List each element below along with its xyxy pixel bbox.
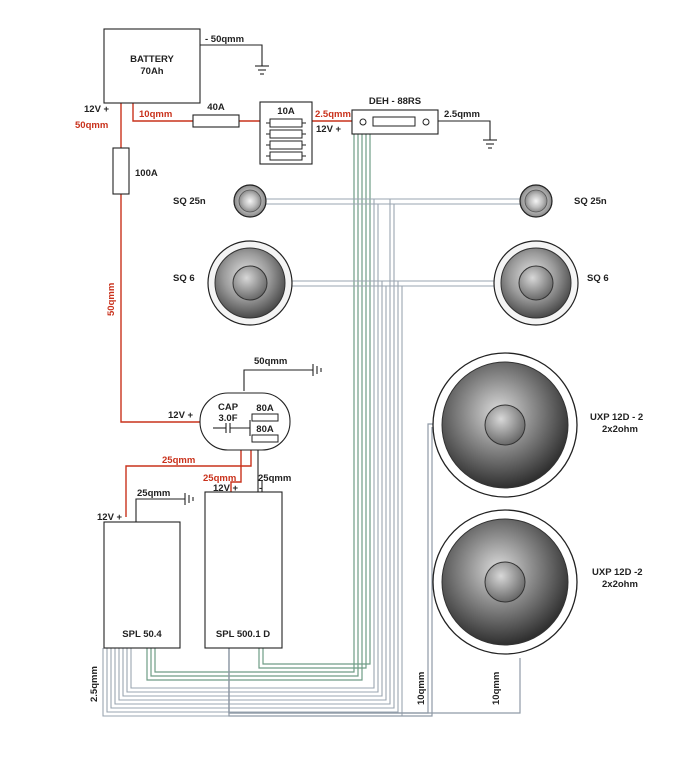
amp-spl504-name: SPL 50.4 <box>122 629 162 640</box>
head-unit-ground-label: 2.5qmm <box>444 109 480 120</box>
battery-pos-label: 12V + <box>84 104 110 115</box>
fuse-box-slots <box>266 118 306 161</box>
amp-spl500-minus: - <box>259 483 262 494</box>
cap-ground-label: 50qmm <box>254 356 287 367</box>
cap-fuse-top <box>251 413 279 422</box>
battery-capacity: 70Ah <box>140 66 163 77</box>
spl504-ground-label: 25qmm <box>137 488 170 499</box>
ground-wiring <box>135 44 491 522</box>
head-unit-name: DEH - 88RS <box>369 96 421 107</box>
cable-10qmm-label: 10qmm <box>139 109 172 120</box>
cap-input-label: 12V + <box>168 410 194 421</box>
deh-power-cable: 2.5qmm <box>315 109 351 120</box>
sub-top-name: UXP 12D - 2 <box>590 412 643 423</box>
amp-spl504-power: 12V + <box>97 512 123 523</box>
tweeter-left-label: SQ 25n <box>173 196 206 207</box>
rca-bundle <box>146 128 371 681</box>
tweeter-right-label: SQ 25n <box>574 196 607 207</box>
tweeter-right-dome <box>524 189 548 213</box>
cap-fuse-top-label: 80A <box>256 403 274 414</box>
head-unit-knob-left <box>359 118 367 126</box>
spl500-ground-label: 25qmm <box>258 473 291 484</box>
cap-symbol <box>213 420 251 436</box>
head-unit-knob-right <box>422 118 430 126</box>
fuse-40a <box>192 114 240 128</box>
sub-bottom-impedance: 2x2ohm <box>602 579 638 590</box>
battery-pos-cable: 50qmm <box>75 120 108 131</box>
sub-bottom-dome <box>484 561 526 603</box>
head-unit-power-label: 12V + <box>316 124 342 135</box>
fuse-100a-label: 100A <box>135 168 158 179</box>
sub-cables <box>228 423 521 717</box>
cap-to-spl500-label: 25qmm <box>203 473 236 484</box>
sub-top-impedance: 2x2ohm <box>602 424 638 435</box>
mid-right-dome <box>518 265 554 301</box>
ground-symbol-cap <box>312 364 322 376</box>
ground-symbol-battery <box>255 65 269 75</box>
ground-symbol-spl504 <box>184 493 194 505</box>
head-unit-display <box>372 116 416 127</box>
cap-fuse-bottom <box>251 434 279 443</box>
sub-bottom-name: UXP 12D -2 <box>592 567 643 578</box>
mid-right-label: SQ 6 <box>587 273 609 284</box>
fuse-100a <box>112 147 130 195</box>
tweeter-left-dome <box>238 189 262 213</box>
sub-top-dome <box>484 404 526 446</box>
mid-left-label: SQ 6 <box>173 273 195 284</box>
mid-left-dome <box>232 265 268 301</box>
amp-spl500-name: SPL 500.1 D <box>216 629 270 640</box>
amp-spl500-power: 12V + <box>213 483 239 494</box>
fuse-40a-label: 40A <box>207 102 225 113</box>
battery-title: BATTERY <box>130 54 174 65</box>
main-cable-label: 50qmm <box>106 283 117 316</box>
battery-box <box>103 28 201 104</box>
cap-value: 3.0F <box>218 413 237 424</box>
battery-ground-label: - 50qmm <box>205 34 244 45</box>
sub1-cable-label: 10qmm <box>416 672 427 705</box>
speaker-bundle-label: 2.5qmm <box>89 666 100 702</box>
amp-spl504 <box>103 521 181 649</box>
cap-to-spl504-label: 25qmm <box>162 455 195 466</box>
sub2-cable-label: 10qmm <box>491 672 502 705</box>
cap-fuse-bottom-label: 80A <box>256 424 274 435</box>
ground-symbol-deh <box>483 139 497 149</box>
power-wiring <box>120 103 352 517</box>
amp-spl500 <box>204 491 283 649</box>
fuse-box-label: 10A <box>277 106 295 117</box>
cap-name: CAP <box>218 402 239 413</box>
